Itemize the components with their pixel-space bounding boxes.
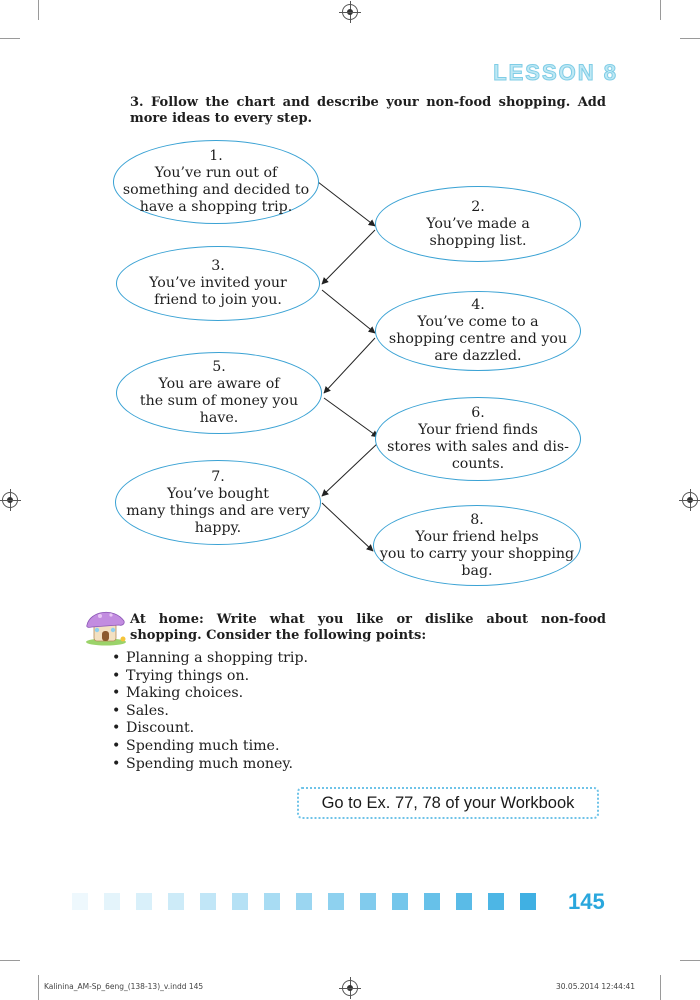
step-text: Your friend helps you to carry your shop… [379, 528, 575, 579]
strip-square [264, 893, 280, 910]
lesson-heading: LESSON 8 [493, 60, 618, 86]
step-bubble-8: 8. Your friend helps you to carry your s… [373, 505, 581, 586]
strip-square [328, 893, 344, 910]
list-item: Discount. [110, 720, 308, 738]
step-number: 3. [211, 258, 225, 274]
step-number: 5. [212, 359, 226, 375]
arrow-7-8 [321, 502, 374, 552]
crop-mark [660, 0, 661, 20]
step-bubble-1: 1. You’ve run out of something and decid… [113, 140, 319, 224]
strip-square [200, 893, 216, 910]
strip-square [232, 893, 248, 910]
lesson-label: LESSON 8 [493, 60, 618, 86]
house-icon [86, 612, 126, 646]
crop-mark [38, 0, 39, 20]
registration-mark-icon [339, 977, 361, 999]
strip-square [360, 893, 376, 910]
strip-square [296, 893, 312, 910]
crop-mark [38, 975, 39, 1000]
step-text: You are aware of the sum of money you ha… [139, 376, 299, 426]
decorative-strip [72, 893, 536, 910]
step-bubble-3: 3. You’ve invited your friend to join yo… [116, 246, 320, 321]
list-item: Spending much money. [110, 756, 308, 774]
strip-square [520, 893, 536, 910]
list-item: Sales. [110, 703, 308, 721]
step-number: 1. [209, 148, 223, 164]
list-item: Spending much time. [110, 738, 308, 756]
step-bubble-7: 7. You’ve bought many things and are ver… [115, 460, 321, 545]
step-bubble-2: 2. You’ve made a shopping list. [375, 186, 581, 262]
step-number: 2. [471, 198, 485, 215]
step-bubble-6: 6. Your friend finds stores with sales a… [375, 397, 581, 481]
step-text: You’ve run out of something and decided … [122, 165, 310, 215]
step-bubble-5: 5. You are aware of the sum of money you… [116, 352, 322, 434]
workbook-reference: Go to Ex. 77, 78 of your Workbook [297, 787, 599, 819]
crop-mark [680, 38, 700, 39]
crop-mark [680, 960, 700, 961]
strip-square [136, 893, 152, 910]
arrow-6-7 [321, 442, 379, 497]
arrow-1-2 [317, 181, 376, 227]
step-text: Your friend finds stores with sales and … [387, 422, 569, 472]
print-footer-file: Kalinina_AM-Sp_6eng_(138-13)_v.indd 145 [44, 982, 204, 991]
step-bubble-4: 4. You’ve come to a shopping centre and … [375, 291, 581, 371]
crop-mark [0, 38, 20, 39]
registration-mark-icon [679, 489, 700, 511]
registration-mark-icon [339, 1, 361, 23]
arrow-2-3 [321, 229, 376, 285]
page-number: 145 [568, 889, 605, 914]
step-text: You’ve bought many things and are very h… [126, 485, 310, 536]
step-number: 8. [470, 511, 484, 528]
homework-instruction: At home: Write what you like or dislike … [130, 612, 606, 643]
step-text: You’ve invited your friend to join you. [149, 275, 287, 308]
strip-square [488, 893, 504, 910]
step-text: You’ve made a shopping list. [426, 215, 530, 249]
strip-square [168, 893, 184, 910]
arrow-4-5 [323, 337, 376, 394]
exercise-instruction: 3. Follow the chart and describe your no… [130, 95, 606, 126]
arrow-3-4 [321, 289, 376, 334]
list-item: Planning a shopping trip. [110, 650, 308, 668]
step-number: 4. [471, 297, 485, 313]
step-number: 7. [211, 468, 225, 485]
crop-mark [0, 960, 20, 961]
arrow-5-6 [323, 397, 379, 438]
list-item: Making choices. [110, 685, 308, 703]
strip-square [424, 893, 440, 910]
strip-square [456, 893, 472, 910]
crop-mark [660, 975, 661, 1000]
print-footer-timestamp: 30.05.2014 12:44:41 [556, 982, 636, 991]
registration-mark-icon [0, 489, 21, 511]
strip-square [104, 893, 120, 910]
strip-square [392, 893, 408, 910]
list-item: Trying things on. [110, 668, 308, 686]
step-text: You’ve come to a shopping centre and you… [388, 314, 568, 364]
strip-square [72, 893, 88, 910]
step-number: 6. [471, 405, 485, 421]
homework-points: Planning a shopping trip. Trying things … [110, 650, 308, 773]
